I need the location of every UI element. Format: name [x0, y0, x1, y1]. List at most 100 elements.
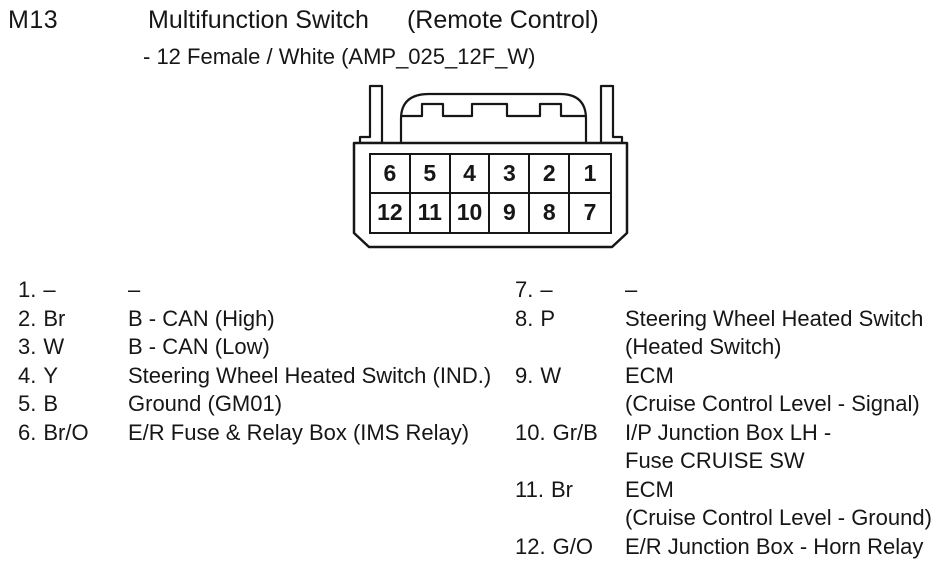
pin-wire-color: Br [550, 476, 573, 502]
pin-label: 1.– [18, 276, 128, 305]
pin-wire-color: P [540, 305, 556, 331]
pin-desc-line: – [625, 277, 638, 302]
pin-row-7: 7.– – [515, 276, 932, 305]
pin-row-5: 5.B Ground (GM01) [18, 390, 491, 419]
pin-description: E/R Fuse & Relay Box (IMS Relay) [128, 419, 469, 448]
pin-cell-1: 1 [570, 155, 610, 194]
pin-desc-line: ECM [625, 362, 674, 388]
page-title: Multifunction Switch (Remote Control) [148, 6, 599, 35]
pin-label: 11.Br [515, 476, 625, 533]
pin-row-9: 9.W ECM (Cruise Control Level - Signal) [515, 362, 932, 419]
pin-desc-line: B - CAN (Low) [128, 334, 270, 359]
pin-desc-line: Ground (GM01) [128, 391, 283, 416]
pin-number: 9. [515, 362, 534, 388]
pin-list-left: 1.– – 2.Br B - CAN (High) 3.W B - CAN (L… [18, 276, 491, 447]
pin-row-1: 1.– – [18, 276, 491, 305]
pin-number: 4. [18, 362, 37, 388]
pin-row-8: 8.P Steering Wheel Heated Switch (Heated … [515, 305, 932, 362]
pin-label: 4.Y [18, 362, 128, 391]
pin-cell-7: 7 [583, 199, 597, 226]
connector-subtitle: - 12 Female / White (AMP_025_12F_W) [143, 44, 536, 69]
pin-cell-10: 10 [451, 193, 491, 232]
pin-label: 9.W [515, 362, 625, 419]
pin-description: E/R Junction Box - Horn Relay [625, 533, 923, 562]
pin-row-12: 12.G/O E/R Junction Box - Horn Relay [515, 533, 932, 562]
pin-wire-color: W [43, 334, 65, 359]
pin-description: Steering Wheel Heated Switch (IND.) [128, 362, 491, 391]
pin-number: 6. [18, 419, 37, 445]
pin-desc-line: Steering Wheel Heated Switch [625, 305, 924, 331]
pin-cell-11: 11 [411, 193, 451, 232]
pin-number: 8. [515, 305, 534, 331]
pin-desc-line: (Cruise Control Level - Signal) [625, 391, 920, 416]
pin-list-right: 7.– – 8.P Steering Wheel Heated Switch(H… [515, 276, 932, 561]
pin-number: 2. [18, 305, 37, 331]
pin-number: 1. [18, 277, 37, 302]
pin-label: 2.Br [18, 305, 128, 334]
pin-desc-line: E/R Junction Box - Horn Relay [625, 533, 924, 559]
pin-row-2: 2.Br B - CAN (High) [18, 305, 491, 334]
pin-number: 12. [515, 533, 546, 559]
pin-desc-line: B - CAN (High) [128, 305, 275, 331]
pin-cell-6: 6 [371, 155, 411, 194]
connector-latch-teeth [401, 102, 586, 118]
pin-desc-line: I/P Junction Box LH - [625, 419, 832, 445]
pin-desc-line: – [128, 277, 141, 302]
pin-desc-line: Fuse CRUISE SW [625, 448, 805, 473]
pin-cell-12: 12 [371, 193, 411, 232]
pin-cell-3: 3 [490, 155, 531, 194]
pin-number: 10. [515, 419, 546, 445]
pin-number: 5. [18, 391, 37, 416]
pin-label: 6.Br/O [18, 419, 128, 448]
pin-description: I/P Junction Box LH - Fuse CRUISE SW [625, 419, 831, 476]
pin-description: B - CAN (Low) [128, 333, 270, 362]
pin-wire-color: Br/O [43, 419, 89, 445]
pin-description: – [625, 276, 637, 305]
pin-row-4: 4.Y Steering Wheel Heated Switch (IND.) [18, 362, 491, 391]
pin-desc-line: Steering Wheel Heated Switch (IND.) [128, 362, 492, 388]
title-note: (Remote Control) [406, 6, 599, 34]
connector-latch [399, 92, 588, 146]
pin-description: ECM (Cruise Control Level - Ground) [625, 476, 932, 533]
pin-cell-5: 5 [410, 155, 451, 194]
connector-tab-left [358, 84, 384, 145]
pin-number: 7. [515, 277, 534, 302]
pin-row-3: 3.W B - CAN (Low) [18, 333, 491, 362]
pin-description: Steering Wheel Heated Switch (Heated Swit… [625, 305, 923, 362]
pin-description: B - CAN (High) [128, 305, 275, 334]
pin-wire-color: G/O [552, 533, 593, 559]
pin-number: 11. [515, 476, 544, 502]
connector-id: M13 [8, 6, 59, 34]
pin-row-6: 6.Br/O E/R Fuse & Relay Box (IMS Relay) [18, 419, 491, 448]
pin-wire-color: Y [43, 362, 59, 388]
pin-number: 3. [18, 334, 37, 359]
pin-row-10: 10.Gr/B I/P Junction Box LH - Fuse CRUISE… [515, 419, 932, 476]
pin-desc-line: (Cruise Control Level - Ground) [625, 505, 932, 530]
pin-grid: 6 5 4 3 2 1 12 11 10 9 8 7 [369, 153, 612, 234]
title-main: Multifunction Switch [148, 6, 369, 34]
pin-wire-color: W [540, 362, 562, 388]
pin-desc-line: E/R Fuse & Relay Box (IMS Relay) [128, 419, 470, 445]
pin-label: 5.B [18, 390, 128, 419]
pin-wire-color: Br [43, 305, 66, 331]
pin-wire-color: Gr/B [552, 419, 598, 445]
pin-wire-color: B [43, 391, 59, 416]
pin-cell-9: 9 [490, 193, 531, 232]
pin-cell-8: 8 [530, 193, 571, 232]
pin-description: Ground (GM01) [128, 390, 282, 419]
pin-cell-4: 4 [450, 155, 491, 194]
pin-wire-color: – [540, 277, 553, 302]
pin-label: 8.P [515, 305, 625, 362]
pin-cell-2: 2 [530, 155, 571, 194]
pin-label: 3.W [18, 333, 128, 362]
pin-row-11: 11.Br ECM (Cruise Control Level - Ground) [515, 476, 932, 533]
pin-desc-line: (Heated Switch) [625, 334, 782, 359]
pin-description: – [128, 276, 140, 305]
pin-wire-color: – [43, 277, 56, 302]
pin-label: 7.– [515, 276, 625, 305]
connector-tab-right [599, 84, 624, 145]
pin-description: ECM (Cruise Control Level - Signal) [625, 362, 920, 419]
pin-label: 12.G/O [515, 533, 625, 562]
pin-desc-line: ECM [625, 476, 674, 502]
